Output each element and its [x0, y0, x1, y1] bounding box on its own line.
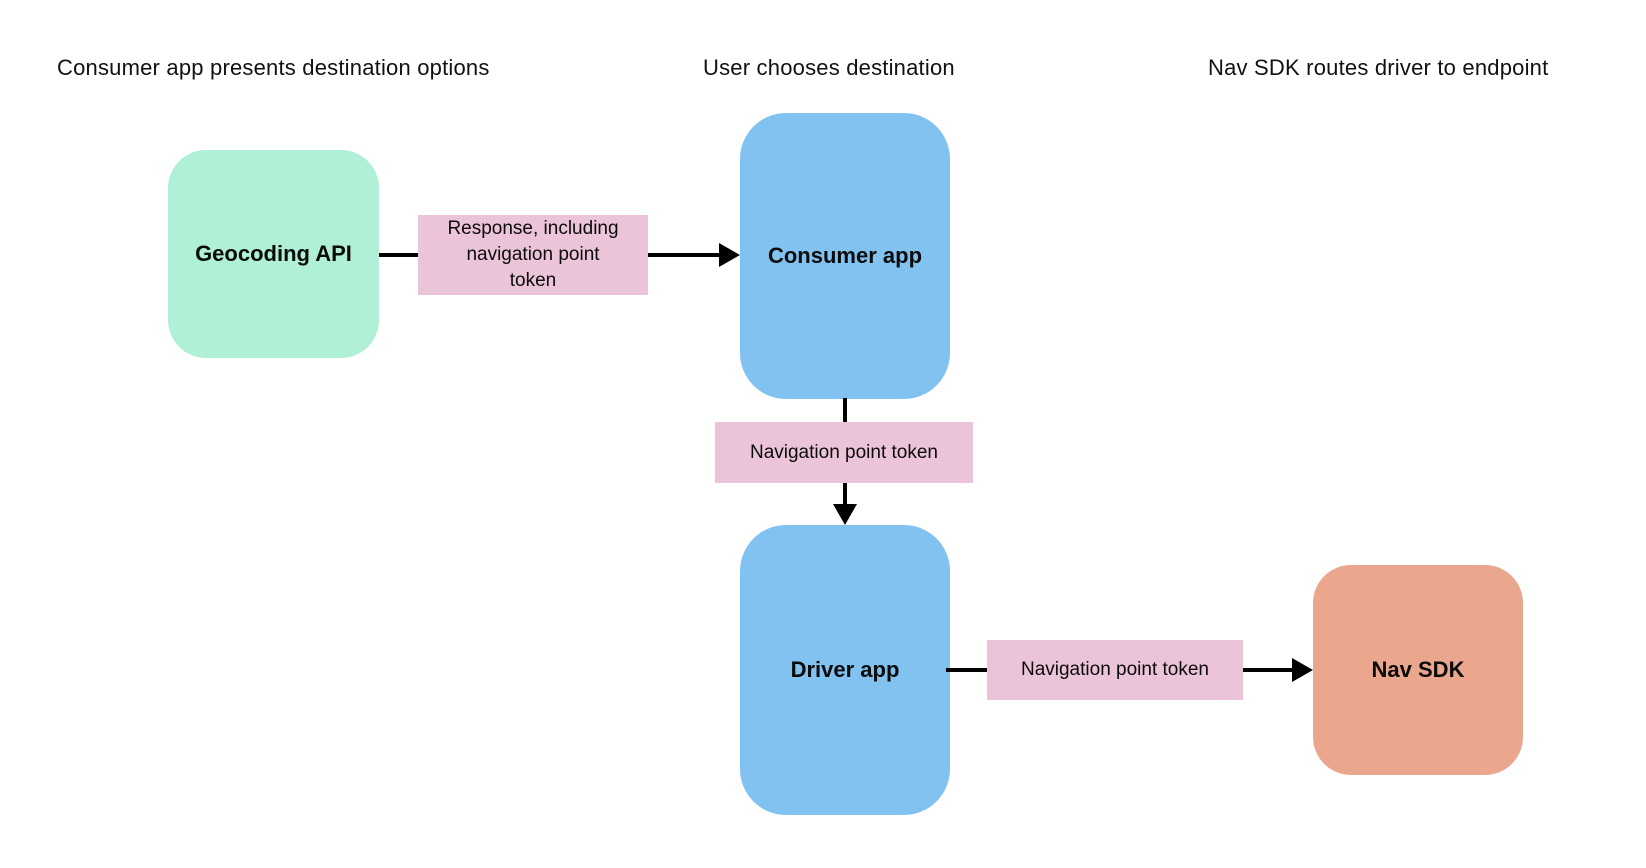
node-consumer-app-label: Consumer app [767, 243, 923, 268]
edge-label-navigation-point-token-horizontal: Navigation point token [987, 640, 1243, 700]
edge-consumer-to-driver-line-end [843, 483, 847, 506]
node-geocoding-api-label: Geocoding API [195, 241, 352, 266]
edge-driver-to-navsdk-line-start [946, 668, 987, 672]
arrowhead-right-icon [719, 243, 740, 267]
edge-consumer-to-driver-line-start [843, 398, 847, 422]
phase-header-navsdk-routes: Nav SDK routes driver to endpoint [1208, 55, 1549, 80]
node-driver-app-label: Driver app [790, 657, 900, 682]
phase-header-consumer-presents: Consumer app presents destination option… [57, 55, 490, 80]
edge-geocoding-to-consumer-line-start [379, 253, 418, 257]
node-driver-app: Driver app [740, 525, 950, 815]
arrowhead-right-icon [1292, 658, 1313, 682]
edge-label-navigation-point-token-vertical: Navigation point token [715, 422, 973, 483]
arrowhead-down-icon [833, 504, 857, 525]
phase-header-user-chooses: User chooses destination [703, 55, 955, 80]
edge-geocoding-to-consumer-line-end [648, 253, 720, 257]
node-nav-sdk-label: Nav SDK [1371, 657, 1465, 682]
node-nav-sdk: Nav SDK [1313, 565, 1523, 775]
node-geocoding-api: Geocoding API [168, 150, 379, 358]
node-consumer-app: Consumer app [740, 113, 950, 399]
edge-label-response-including-token: Response, including navigation point tok… [418, 215, 648, 295]
edge-driver-to-navsdk-line-end [1243, 668, 1294, 672]
